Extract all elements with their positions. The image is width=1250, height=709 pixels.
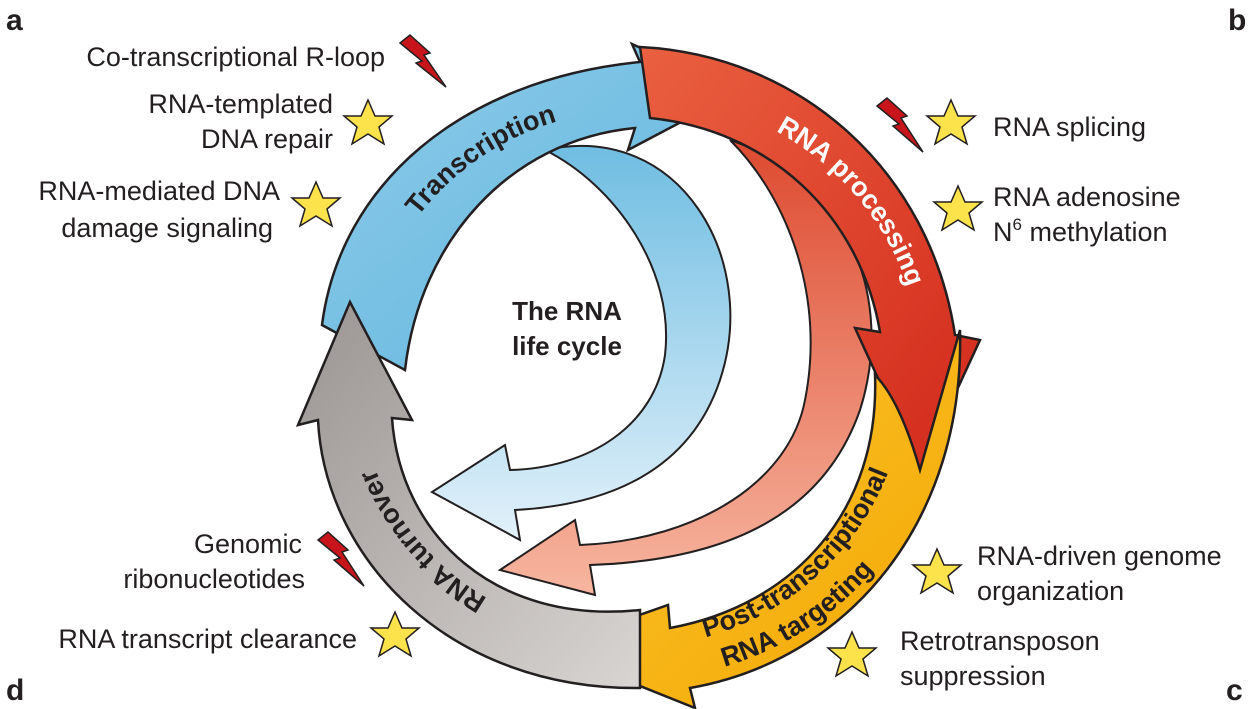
star-icon <box>368 610 422 658</box>
panel-letter-c: c <box>1226 674 1243 707</box>
annotation-retrotransposon-line-1: Retrotransposon <box>900 626 1100 656</box>
panel-letter-d: d <box>6 674 24 707</box>
annotation-co-transcriptional-r-loop: Co-transcriptional R-loop <box>86 42 385 72</box>
lightning-icon <box>398 34 447 88</box>
panel-letter-a: a <box>6 4 23 37</box>
star-icon <box>341 98 395 146</box>
inner-blue-arrow <box>430 144 732 542</box>
panel-letter-b: b <box>1228 4 1246 37</box>
star-icon <box>931 184 985 232</box>
inner-red-arrow <box>497 139 873 597</box>
annotation-genomic-ribonucleotides-line-2: ribonucleotides <box>123 564 305 594</box>
annotation-rna-transcript-clearance: RNA transcript clearance <box>58 624 357 654</box>
annotation-retrotransposon-line-2: suppression <box>900 661 1046 691</box>
star-icon <box>825 630 879 678</box>
annotation-rna-adenosine: RNA adenosine <box>993 182 1181 212</box>
center-title-line-2: life cycle <box>512 331 622 361</box>
annotation-genome-organization-line-1: RNA-driven genome <box>977 541 1222 571</box>
post-transcriptional-targeting-arrow <box>541 329 962 709</box>
annotation-genome-organization-line-2: organization <box>977 576 1124 606</box>
annotation-rna-splicing: RNA splicing <box>993 112 1146 142</box>
star-icon <box>910 547 964 595</box>
star-icon <box>924 98 978 146</box>
star-icon <box>289 180 343 228</box>
annotation-rna-mediated-line-2: damage signaling <box>61 213 273 243</box>
lightning-icon <box>875 97 924 153</box>
annotation-genomic-ribonucleotides-line-1: Genomic <box>194 529 302 559</box>
annotation-rna-templated-line-1: RNA-templated <box>148 89 333 119</box>
annotation-rna-mediated-line-1: RNA-mediated DNA <box>38 176 280 206</box>
annotation-rna-templated-line-2: DNA repair <box>201 124 333 154</box>
lightning-icon <box>316 531 365 587</box>
rna-turnover-arrow <box>295 299 642 690</box>
rna-processing-arrow <box>638 45 982 473</box>
center-title-line-1: The RNA <box>512 296 622 326</box>
annotation-n6-methylation: N6 methylation <box>993 215 1168 247</box>
